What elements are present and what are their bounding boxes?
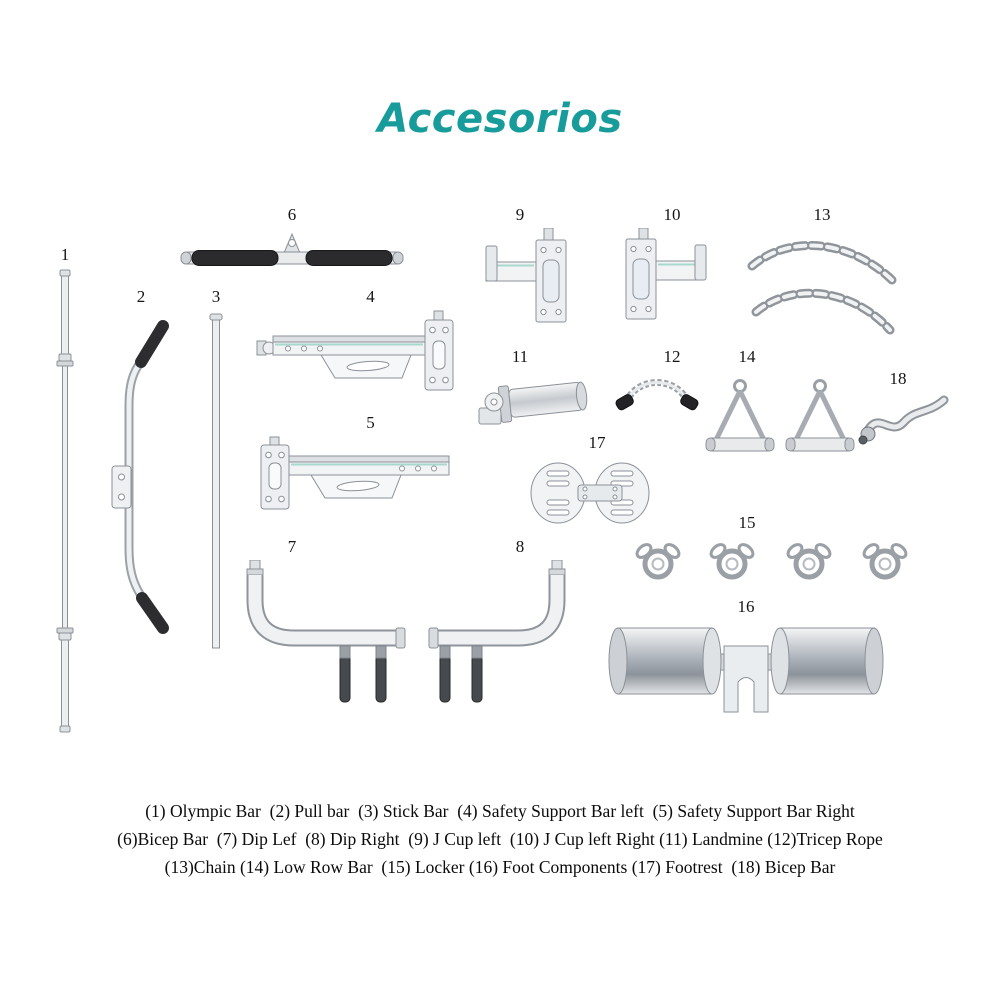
j-cup-left-drawing [485,228,567,323]
low-row-bar-drawing [705,379,855,452]
footrest-drawing [530,462,650,524]
item-4-safety-support-bar-left: 4 [255,286,460,400]
item-13-chain: 13 [746,204,898,340]
locker-drawing [635,543,908,580]
item-14-number: 14 [738,347,756,366]
bicep-bar-drawing [180,232,404,266]
item-7-number: 7 [287,537,297,556]
caption-line-1: (1) Olympic Bar (2) Pull bar (3) Stick B… [145,801,855,821]
item-7-dip-left: 7 [236,536,414,722]
item-12-number: 12 [663,347,681,366]
item-18-bicep-bar: 18 [856,368,952,448]
item-5-number: 5 [366,413,375,432]
pull-bar-drawing [111,320,169,634]
item-13-number: 13 [813,205,831,224]
chain-drawing [747,241,897,335]
item-2-number: 2 [136,287,146,306]
item-9-j-cup-left: 9 [484,204,580,330]
j-cup-right-drawing [625,228,707,320]
page-title: Accesorios [377,96,623,142]
caption-line-3: (13)Chain (14) Low Row Bar (15) Locker (… [164,857,836,877]
item-6-bicep-bar: 6 [178,204,406,276]
item-3-stick-bar: 3 [194,286,238,660]
olympic-bar-drawing [56,269,74,733]
item-12-tricep-rope: 12 [614,346,700,418]
parts-caption: (1) Olympic Bar (2) Pull bar (3) Stick B… [0,797,1000,881]
item-15-number: 15 [738,513,756,532]
item-18-number: 18 [889,369,907,388]
item-8-dip-right: 8 [424,536,576,722]
landmine-drawing [478,381,588,425]
item-14-low-row-bar: 14 [698,346,862,482]
item-11-landmine: 11 [476,346,594,432]
item-15-locker: 15 [632,512,920,592]
tricep-rope-drawing [615,379,699,411]
item-4-number: 4 [366,287,375,306]
foot-components-drawing [608,627,884,713]
item-2-pull-bar: 2 [105,286,177,660]
item-17-footrest: 17 [528,432,652,530]
stick-bar-drawing [209,313,223,649]
item-6-number: 6 [287,205,297,224]
item-8-number: 8 [515,537,525,556]
item-1-olympic-bar: 1 [40,244,90,738]
item-16-foot-components: 16 [598,596,894,732]
item-9-number: 9 [515,205,525,224]
dip-right-drawing [428,560,566,703]
item-5-safety-support-bar-right: 5 [255,412,460,516]
safety-support-bar-left-drawing [256,310,454,391]
safety-support-bar-right-drawing [260,436,450,510]
bicep-bar-small-drawing [858,395,949,445]
item-16-number: 16 [737,597,755,616]
dip-left-drawing [246,560,406,703]
item-10-number: 10 [663,205,681,224]
item-1-number: 1 [60,245,70,264]
item-10-j-cup-right: 10 [612,204,708,326]
caption-line-2: (6)Bicep Bar (7) Dip Lef (8) Dip Right (… [117,829,883,849]
item-11-number: 11 [511,347,529,366]
item-17-number: 17 [588,433,606,452]
item-3-number: 3 [211,287,221,306]
